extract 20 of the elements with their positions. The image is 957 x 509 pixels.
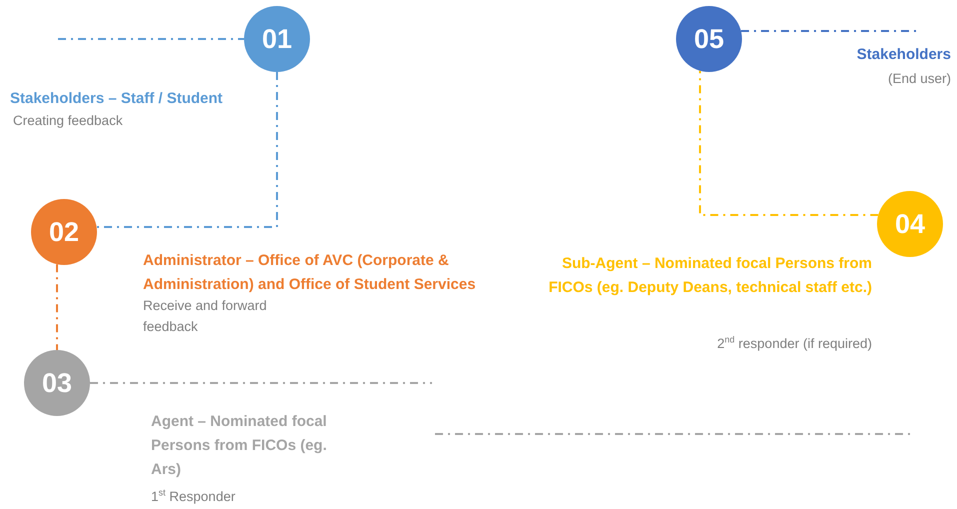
role-description: 1$^{st}$ Responder [151, 486, 236, 506]
role-title: Stakeholders – Staff / Student [10, 89, 224, 109]
step-number-circle: 05 [676, 6, 742, 72]
dash-dot-connector [699, 70, 878, 216]
dash-dot-connector [90, 382, 432, 384]
step-number-circle: 03 [24, 350, 90, 416]
role-description: Creating feedback [13, 112, 124, 130]
dash-dot-connector [56, 264, 58, 350]
dash-dot-connector [96, 72, 278, 228]
role-description: (End user) [886, 70, 951, 88]
step-number-circle: 01 [244, 6, 310, 72]
role-description: Receive and forward feedback [143, 297, 268, 336]
dash-dot-connector [58, 38, 244, 40]
role-title: Stakeholders [856, 45, 951, 65]
role-description: 2$^{nd}$ responder (if required) [716, 334, 872, 353]
step-number-circle: 04 [877, 191, 943, 257]
step-number-circle: 02 [31, 199, 97, 265]
role-title: Sub-Agent – Nominated focal Persons from FICOs (eg. Deputy Deans, technical staff etc.) [548, 254, 872, 298]
role-title: Administrator – Office of AVC (Corporate & Administration) and Office of Student Services [143, 251, 477, 295]
role-title: Agent – Nominated focal Persons from FICOs (eg. Ars) [151, 412, 328, 480]
